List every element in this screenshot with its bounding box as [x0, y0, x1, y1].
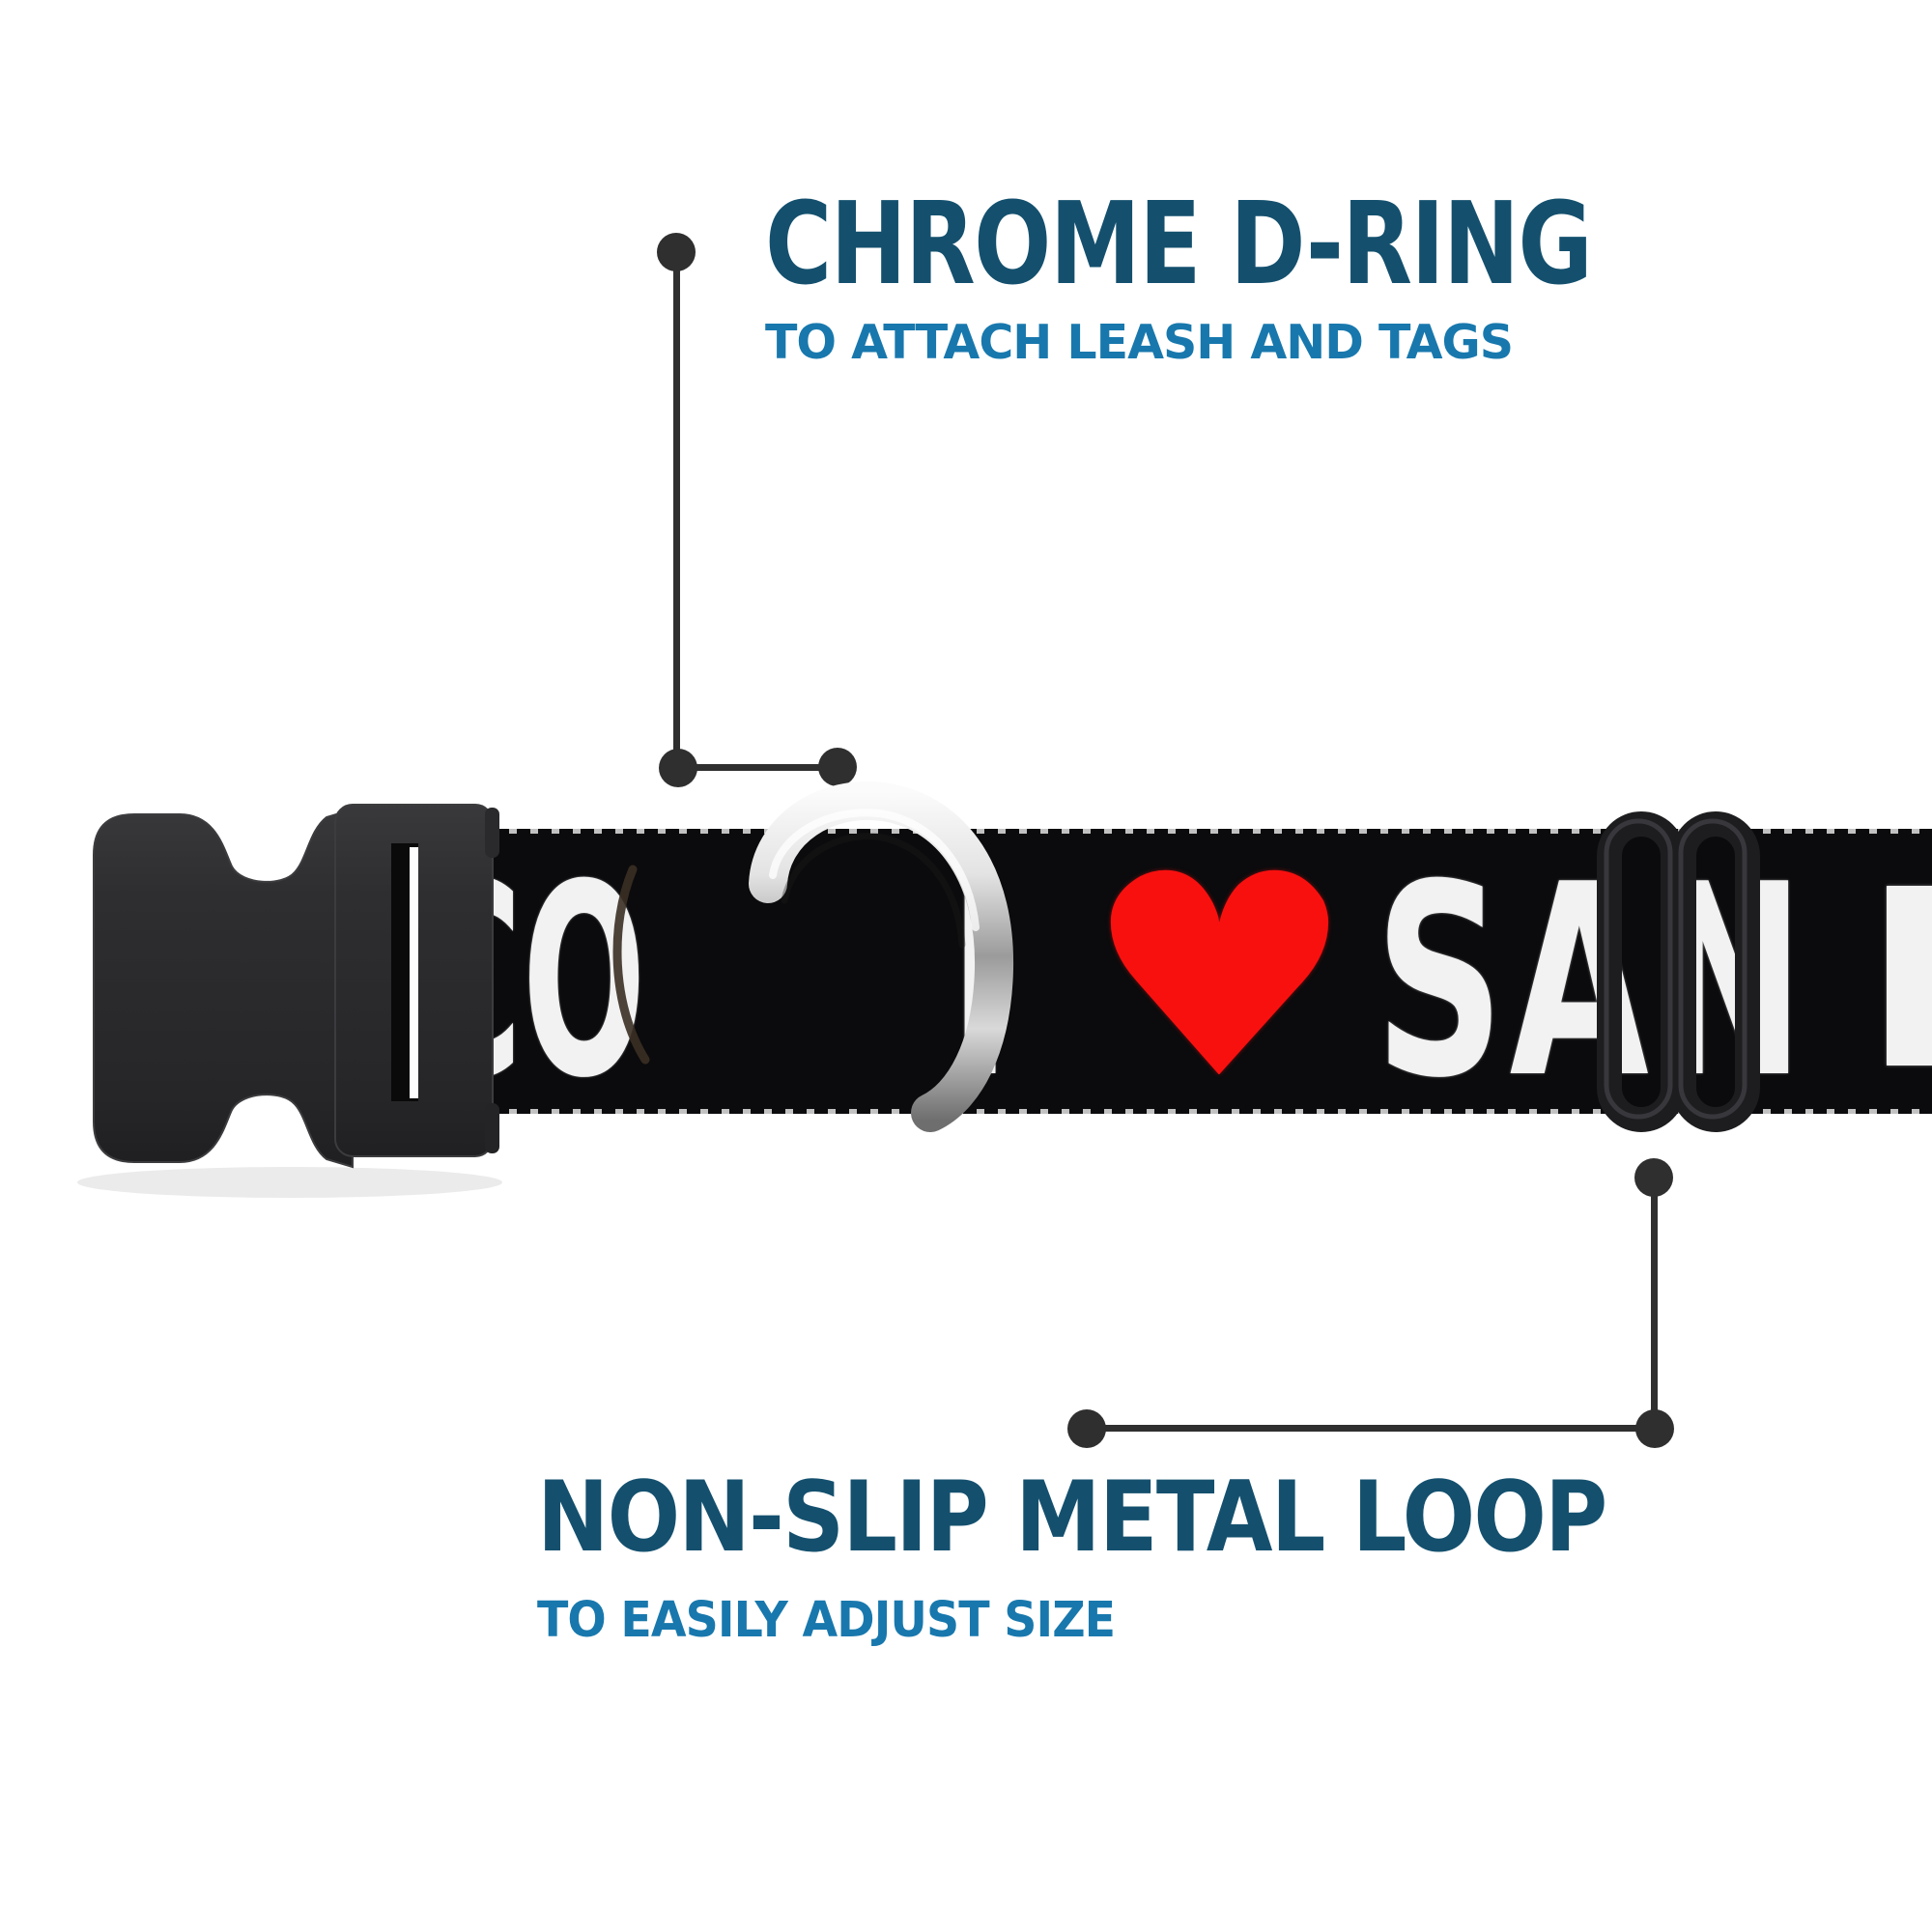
loop-callout-title: NON-SLIP METAL LOOP	[537, 1460, 1607, 1574]
strap-print-fragment-san: SAN	[1375, 828, 1810, 1136]
callout-line-vertical-top	[673, 269, 680, 770]
callout-dot-bottom-start	[1067, 1409, 1106, 1448]
plastic-buckle	[93, 804, 499, 1169]
buckle-shadow	[77, 1167, 502, 1198]
callout-dot-dring-pointer	[818, 748, 857, 786]
chrome-d-ring	[612, 781, 1014, 1132]
strap-print-partial-letter	[1887, 886, 1932, 1065]
loop-callout-subtitle: TO EASILY ADJUST SIZE	[537, 1592, 1116, 1649]
dring-callout-title: CHROME D-RING	[765, 177, 1593, 310]
callout-dot-loop-pointer	[1634, 1158, 1673, 1197]
d-ring-highlight	[769, 809, 980, 931]
dring-callout-subtitle: TO ATTACH LEASH AND TAGS	[765, 315, 1514, 370]
metal-adjustment-loop	[1597, 811, 1760, 1132]
callout-line-horizontal-top	[678, 764, 838, 771]
loop-highlight	[1604, 818, 1673, 1120]
heart-glyph: ♥	[1084, 815, 1355, 1141]
buckle-slot-gap	[410, 847, 418, 1098]
callout-line-vertical-bottom	[1651, 1195, 1658, 1432]
callout-line-horizontal-bottom	[1087, 1425, 1655, 1432]
d-ring-far-edge	[612, 865, 650, 1065]
callout-dot-top-start	[657, 233, 696, 271]
